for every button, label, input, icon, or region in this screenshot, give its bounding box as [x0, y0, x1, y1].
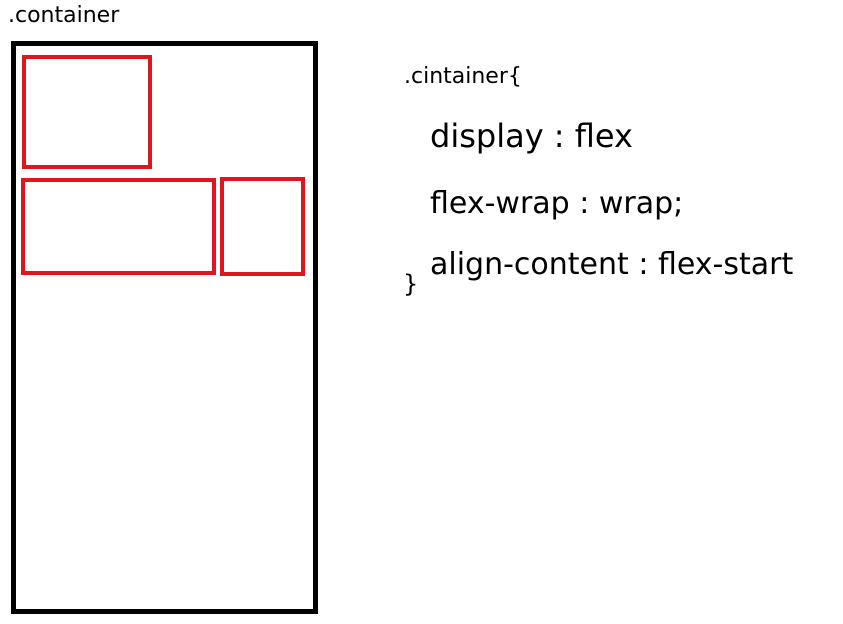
- flex-item-2: [21, 178, 216, 275]
- container-label: .container: [8, 3, 120, 28]
- css-selector: .cintainer{: [404, 64, 522, 89]
- css-property-flex-wrap: flex-wrap : wrap;: [430, 186, 684, 221]
- flex-item-3: [220, 177, 305, 276]
- flex-item-1: [22, 55, 152, 169]
- container-box: [11, 41, 318, 614]
- css-property-align-content: align-content : flex-start: [430, 247, 794, 282]
- css-property-display: display : flex: [430, 117, 633, 155]
- css-closing-brace: }: [403, 270, 419, 298]
